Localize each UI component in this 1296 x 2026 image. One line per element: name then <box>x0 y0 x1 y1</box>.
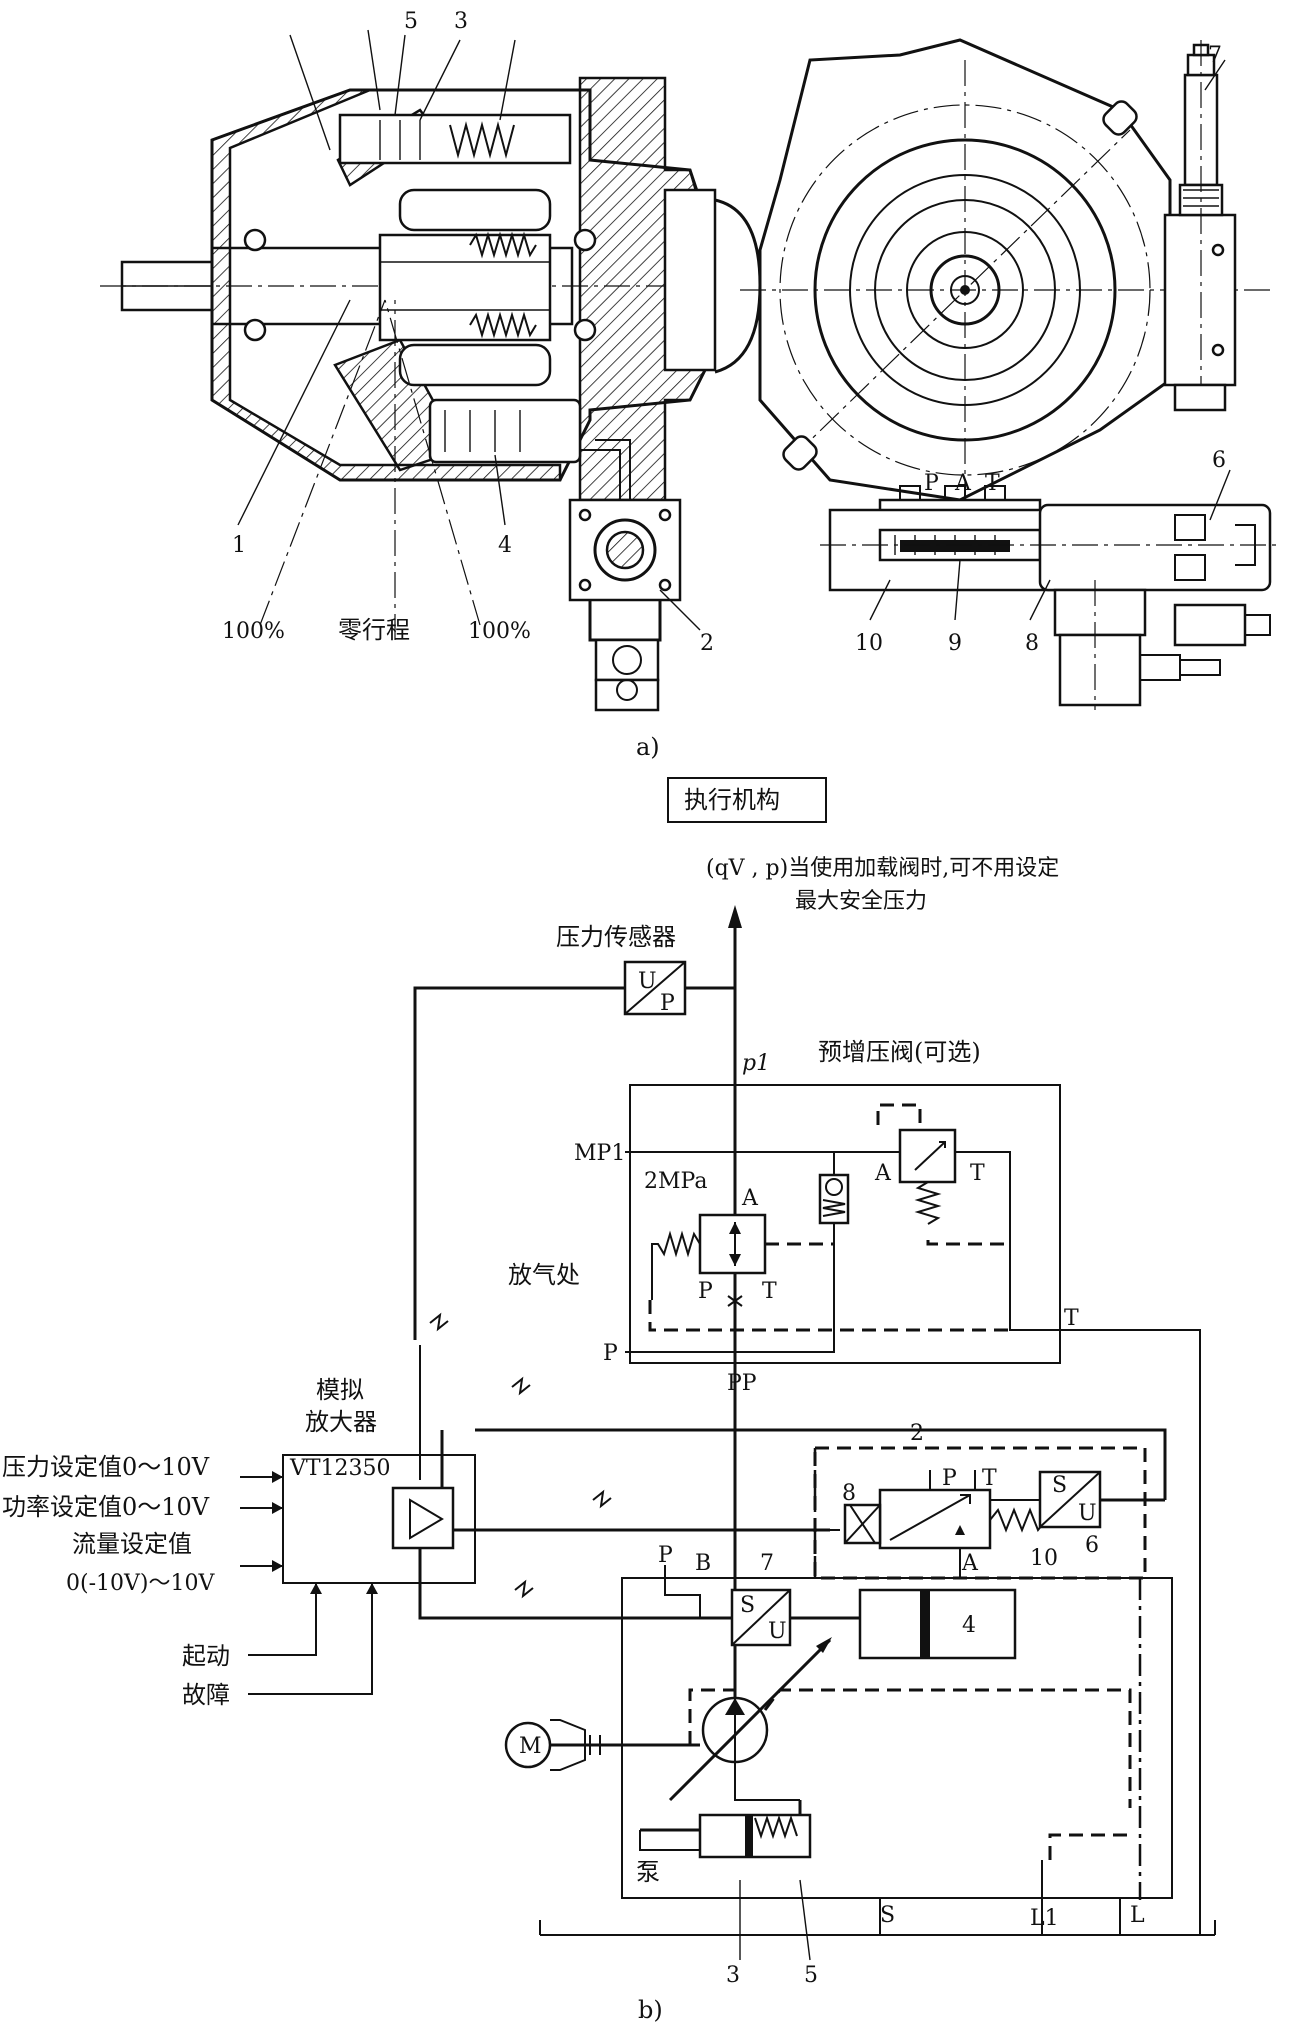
pressure-sensor-label: 压力传感器 <box>556 923 676 951</box>
input-pressure-setpoint: 压力设定值0～10V <box>2 1453 210 1481</box>
part-number-10: 10 <box>855 631 883 656</box>
num-10: 10 <box>1030 1546 1058 1571</box>
output-note-line1: (qV , p)当使用加载阀时,可不用设定 <box>706 856 1059 881</box>
part-number-8: 8 <box>1025 631 1039 656</box>
part-number-5: 5 <box>404 9 418 34</box>
fault-signal-label: 故障 <box>182 1681 230 1709</box>
part-number-2: 2 <box>700 631 714 656</box>
input-flow-setpoint-2: 0(-10V)～10V <box>66 1571 215 1596</box>
input-power-setpoint: 功率设定值0～10V <box>2 1493 210 1521</box>
part-number-7: 7 <box>1208 43 1222 68</box>
num-6: 6 <box>1085 1533 1099 1558</box>
valve-port-P: P <box>924 471 939 496</box>
spool-port-T: T <box>762 1279 777 1304</box>
pump-port-P: P <box>658 1543 673 1568</box>
relief-port-T: T <box>970 1161 985 1186</box>
ctrl-port-A: A <box>961 1551 979 1576</box>
su6-S: S <box>1052 1473 1067 1498</box>
part-number-3: 3 <box>454 9 468 34</box>
actuator-box <box>667 777 827 823</box>
pump-end-view <box>740 38 1280 710</box>
spool-port-A: A <box>741 1186 759 1211</box>
part-number-6: 6 <box>1212 448 1226 473</box>
num-4: 4 <box>962 1613 976 1638</box>
num-5: 5 <box>804 1963 818 1988</box>
stroke-label-right: 100% <box>468 619 531 644</box>
stroke-label-left: 100% <box>222 619 285 644</box>
start-signal-label: 起动 <box>182 1642 230 1670</box>
motor-label: M <box>519 1734 542 1759</box>
hydraulic-circuit <box>240 905 1216 1961</box>
part-number-4: 4 <box>498 533 512 558</box>
preboost-port-T: T <box>1064 1306 1079 1331</box>
num-7: 7 <box>760 1551 774 1576</box>
pp-label: PP <box>727 1371 757 1396</box>
mp1-label: MP1 <box>574 1141 625 1166</box>
amplifier-label-1: 模拟 <box>316 1376 364 1404</box>
tank-S-label: S <box>880 1903 895 1928</box>
spool-port-P: P <box>698 1279 713 1304</box>
part-number-1: 1 <box>232 533 246 558</box>
input-flow-setpoint-1: 流量设定值 <box>72 1530 192 1558</box>
pump-section-view <box>100 29 762 712</box>
relief-port-A: A <box>874 1161 892 1186</box>
two-mpa-label: 2MPa <box>644 1169 707 1194</box>
valve-port-T: T <box>985 471 1000 496</box>
preboost-valve-label: 预增压阀(可选) <box>818 1038 981 1066</box>
su6-U: U <box>1078 1501 1097 1526</box>
pump-label: 泵 <box>636 1858 660 1886</box>
valve-port-A: A <box>954 471 972 496</box>
su7-U: U <box>768 1619 787 1644</box>
caption-b: b) <box>638 1996 663 2024</box>
sensor-U: U <box>638 969 657 994</box>
num-3: 3 <box>726 1963 740 1988</box>
p1-label: p1 <box>742 1051 770 1076</box>
pump-port-B: B <box>695 1551 711 1576</box>
tank-L1-label: L1 <box>1030 1906 1059 1931</box>
bleed-label: 放气处 <box>508 1261 580 1289</box>
tank-L-label: L <box>1130 1903 1145 1928</box>
num-2: 2 <box>910 1421 924 1446</box>
actuator-label: 执行机构 <box>684 786 780 814</box>
output-note-line2: 最大安全压力 <box>795 889 927 914</box>
ctrl-port-P: P <box>942 1466 957 1491</box>
amplifier-label-2: 放大器 <box>305 1408 377 1436</box>
part-number-9: 9 <box>948 631 962 656</box>
preboost-port-P: P <box>603 1341 618 1366</box>
amplifier-model: VT12350 <box>289 1456 391 1481</box>
caption-a: a) <box>636 733 660 761</box>
num-8: 8 <box>842 1481 856 1506</box>
sensor-P: P <box>660 991 675 1016</box>
su7-S: S <box>740 1593 755 1618</box>
stroke-label-center: 零行程 <box>338 616 410 644</box>
ctrl-port-T: T <box>982 1466 997 1491</box>
